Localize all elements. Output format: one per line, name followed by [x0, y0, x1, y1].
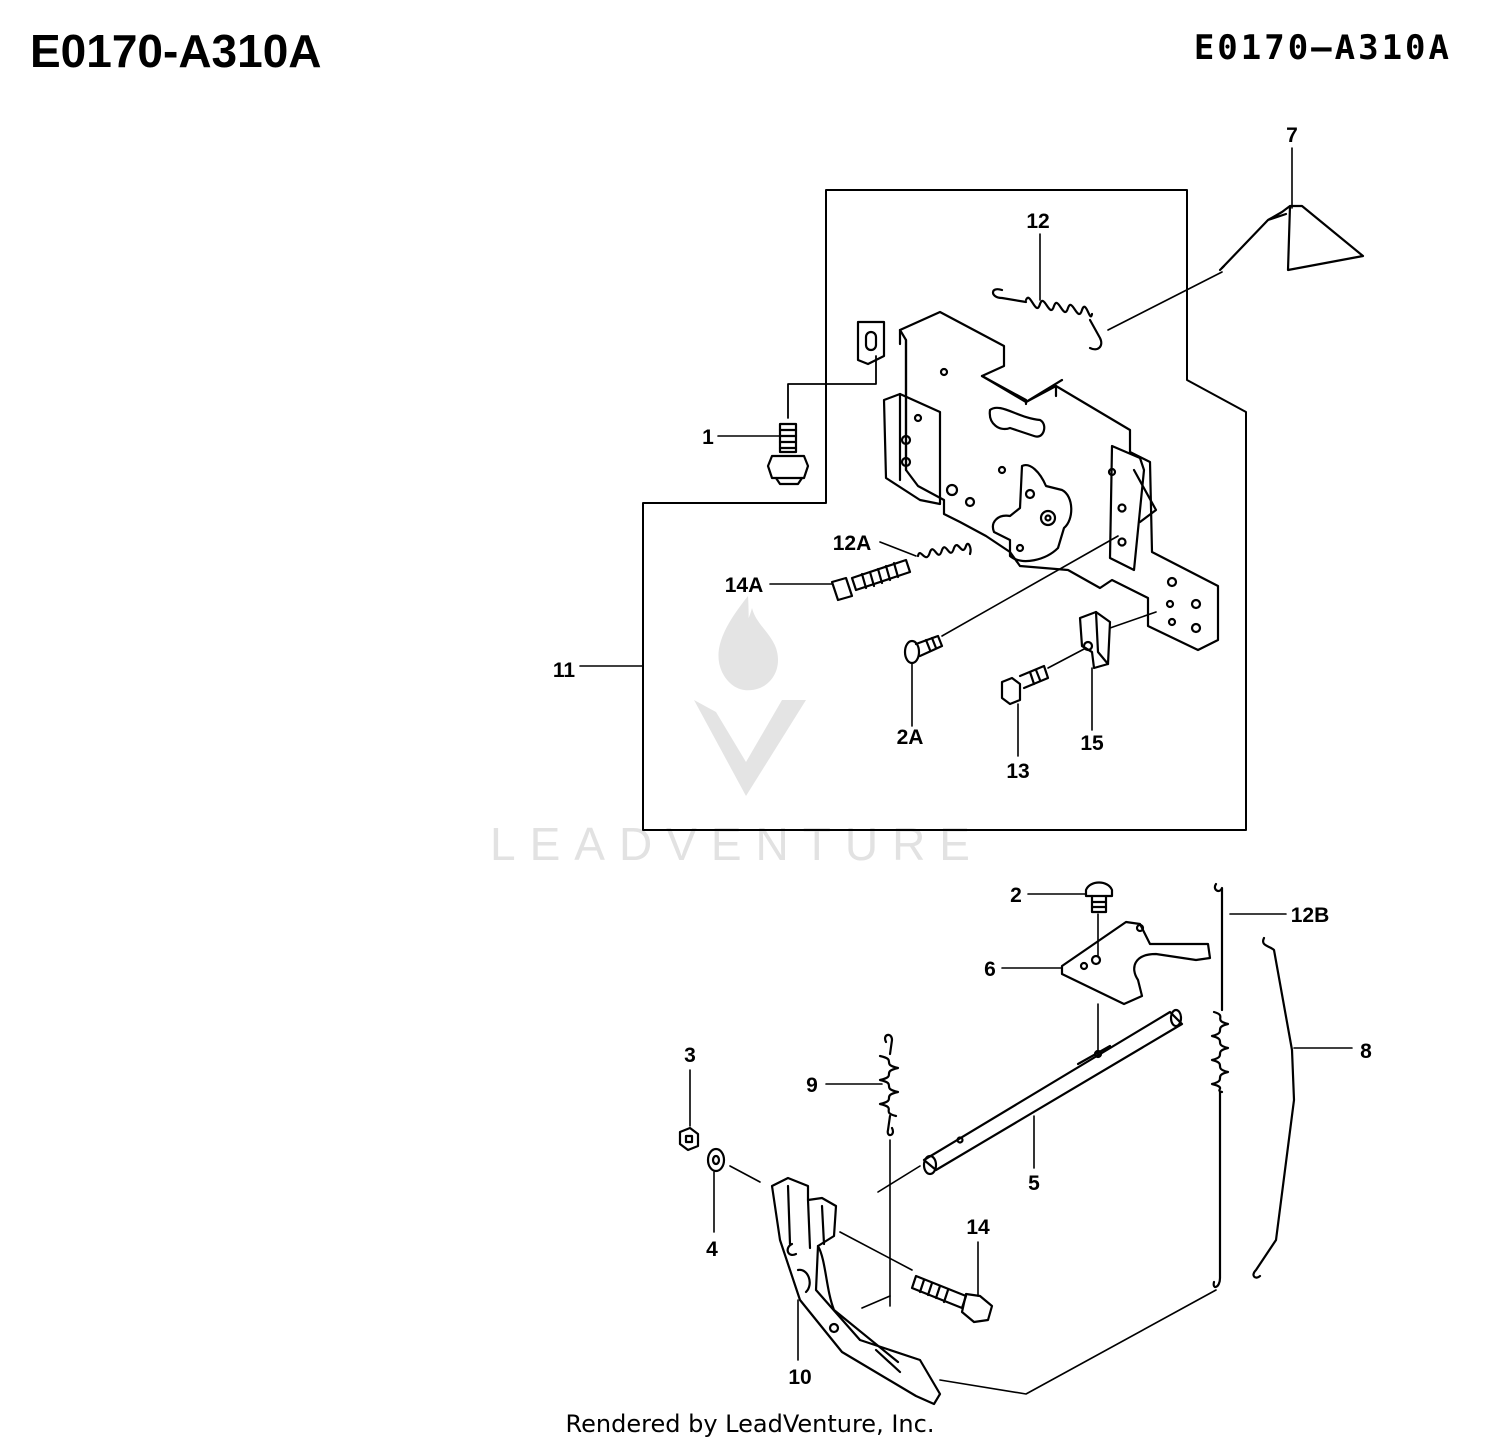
- callout-13: 13: [1006, 760, 1029, 783]
- throttle-rod-part: [1252, 936, 1296, 1279]
- small-screw-part: [903, 634, 944, 665]
- spring-rod-part: [1210, 882, 1230, 1288]
- cable-clamp-part: [1078, 610, 1112, 670]
- assembly-outline: [642, 189, 1247, 831]
- callout-leaders: [579, 147, 1353, 1361]
- lever-spring-link-line: [861, 1295, 891, 1309]
- diagram-code-right: E0170–A310A: [1193, 28, 1452, 68]
- governor-spring-part: [991, 288, 1103, 351]
- callout-1: 1: [702, 426, 714, 449]
- callout-8: 8: [1360, 1040, 1372, 1063]
- callout-10: 10: [788, 1366, 811, 1389]
- lever-rod-link-line: [939, 1289, 1217, 1395]
- lever-bolt-link-line: [839, 1231, 913, 1271]
- callout-15: 15: [1080, 732, 1104, 755]
- clamp-link-line: [1109, 611, 1157, 629]
- callout-3: 3: [684, 1044, 696, 1067]
- callout-12: 12: [1026, 210, 1049, 233]
- washer-part: [706, 1147, 726, 1173]
- diagram-code-left: E0170-A310A: [30, 25, 322, 77]
- shaft-link-line: [877, 1165, 921, 1193]
- flame-icon: [718, 596, 779, 691]
- control-plate-part: [856, 310, 1220, 652]
- bolt-13-link-line: [1047, 647, 1087, 669]
- leader-1-hook: [787, 355, 877, 419]
- wire-link-end: [1218, 264, 1226, 272]
- v-logo-icon: [694, 700, 806, 796]
- callout-6: 6: [984, 958, 996, 981]
- watermark-text: LEADVENTURE: [490, 818, 984, 870]
- bolt-part-1: [766, 422, 810, 486]
- callout-12a: 12A: [833, 532, 872, 555]
- callout-4: 4: [706, 1238, 718, 1261]
- callout-9: 9: [806, 1074, 818, 1097]
- washer-link-line: [729, 1165, 761, 1183]
- lever-plate-part: [1060, 920, 1212, 1006]
- small-spring-part: [916, 542, 972, 559]
- return-spring-part: [878, 1033, 900, 1137]
- governor-lever-part: [770, 1176, 942, 1406]
- nut-part: [678, 1126, 700, 1152]
- screw-2A-link-line: [941, 535, 1119, 637]
- lever-bolt-part: [910, 1274, 994, 1324]
- long-screw-part: [830, 558, 912, 602]
- screw-part-2: [1084, 881, 1114, 914]
- spring-link-line: [1107, 271, 1223, 331]
- callout-7: 7: [1286, 124, 1298, 147]
- callout-14: 14: [966, 1216, 990, 1239]
- wire-link-part: [1220, 204, 1365, 272]
- callout-12b: 12B: [1291, 904, 1330, 927]
- flange-bolt-part: [1000, 664, 1050, 706]
- callout-14a: 14A: [725, 574, 764, 597]
- governor-shaft-part: [922, 1008, 1184, 1176]
- callout-2: 2: [1010, 884, 1022, 907]
- render-credit: Rendered by LeadVenture, Inc.: [565, 1410, 935, 1438]
- callout-5: 5: [1028, 1172, 1040, 1195]
- leadventure-watermark: LEADVENTURE: [490, 596, 984, 870]
- callout-2a: 2A: [897, 726, 924, 749]
- callout-11: 11: [553, 659, 576, 682]
